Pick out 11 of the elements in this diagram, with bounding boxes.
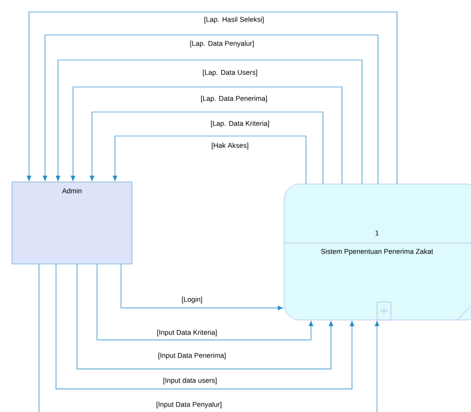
arrow (26, 12, 398, 184)
arrow (70, 86, 342, 184)
arrow (112, 136, 306, 184)
arrow (42, 34, 378, 184)
arrow (38, 264, 380, 412)
arrow (56, 264, 354, 390)
arrow (96, 264, 314, 340)
arrow (56, 60, 362, 184)
arrow (90, 112, 324, 184)
arrow (76, 264, 334, 370)
arrow (120, 264, 283, 310)
